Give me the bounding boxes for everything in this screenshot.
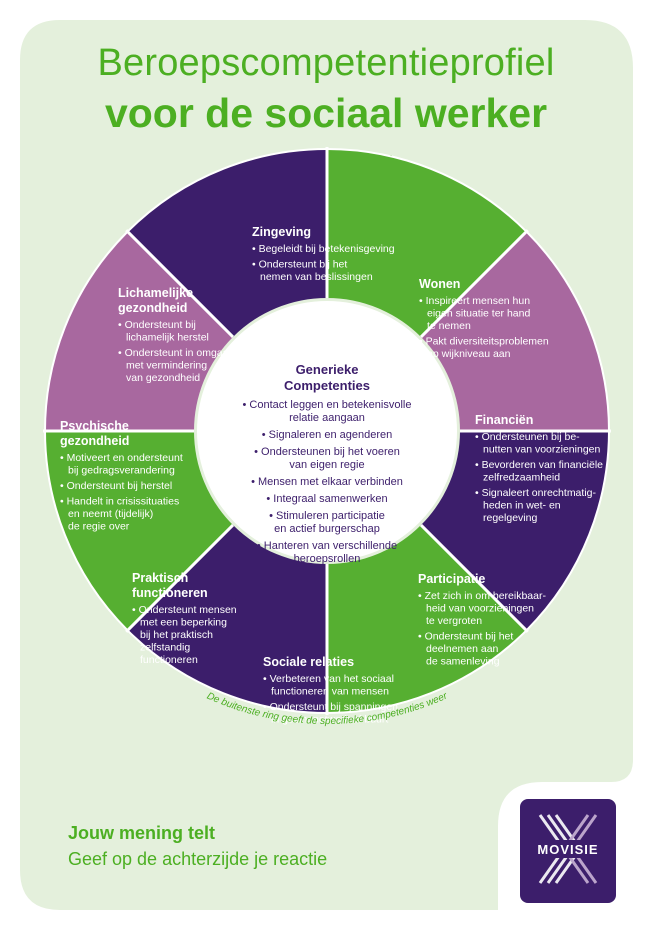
segment-item: en neemt (tijdelijk) [68,508,153,520]
segment-6 [327,525,527,713]
center-title: Competenties [284,378,370,393]
segment-item: heid van voorzieningen [426,603,534,615]
wheel-outline [44,148,610,714]
segment-text-3: Participatie • Zet zich in om bereikbaar-… [418,572,546,668]
cta-title: Jouw mening telt [68,823,216,843]
segment-item: • Zet zich in om bereikbaar- [418,590,546,602]
segment-item: in gezin, netwerk of buurt [271,714,388,726]
segment-title: Zingeving [252,225,311,239]
title-line-2: voor de sociaal werker [104,90,548,136]
cta-text: Geef op de achterzijde je reactie [68,849,328,869]
segment-item: regelgeving [483,512,537,524]
segment-item: • Ondersteunt mensen [132,604,237,616]
segment-2 [127,149,327,337]
segment-item: • Ondersteunt bij herstel [60,480,172,492]
segment-title: gezondheid [60,434,129,448]
center-item: • Contact leggen en betekenisvolle [243,399,412,411]
segment-3 [327,149,527,337]
segment-item: nemen van beslissingen [260,271,373,283]
segment-item: lichamelijk herstel [126,332,209,344]
center-item: • Stimuleren participatie [269,510,385,522]
center-title: Generieke [296,362,359,377]
segment-item: te nemen [427,320,471,332]
segment-text-0: Zingeving • Begeleidt bij betekenisgeving… [252,225,395,283]
segment-title: gezondheid [118,301,187,315]
segment-0 [45,431,233,631]
segment-item: bij het praktisch [140,629,213,641]
segment-divider [125,523,235,633]
center-item: • Signaleren en agenderen [262,429,392,441]
center-item: van eigen regie [289,459,364,471]
segment-item: • Motiveert en ondersteunt [60,452,183,464]
segment-text-4: Sociale relaties • Verbeteren van het soc… [263,655,398,726]
logo-text: MOVISIE [537,842,598,857]
segment-item: • Verbeteren van het sociaal [263,673,394,685]
segment-item: • Ondersteunt in omgaan [118,347,234,359]
logo-text-band [526,840,610,858]
segment-item: • Inspireert mensen hun [419,295,530,307]
segment-title: Participatie [418,572,485,586]
segment-item: • Bevorderen van financiële [475,459,603,471]
segment-item: de samenleving [426,656,500,668]
segment-item: heden in wet- en [483,500,561,512]
segment-item: zelfstandig [140,642,190,654]
segment-divider [419,523,529,633]
segment-item: • Handelt in crisissituaties [60,496,179,508]
center-item: • Mensen met elkaar verbinden [251,476,403,488]
segment-item: • Begeleidt bij betekenisgeving [252,243,395,255]
segment-item: van gezondheid [126,372,200,384]
movisie-logo: MOVISIE [520,799,616,903]
segment-item: • Ondersteunt bij het [418,631,513,643]
center-item: en actief burgerschap [274,523,380,535]
segment-title: Wonen [419,277,460,291]
segment-item: de regie over [68,521,130,533]
title-line-1: Beroepscompetentieprofiel [97,42,555,84]
segment-item: functioneren van mensen [271,686,389,698]
segment-item: deelnemen aan [426,643,499,655]
segment-7 [127,525,327,713]
center-item: beroepsrollen [294,553,361,565]
segment-item: functioneren [140,654,198,666]
segment-text-2: Financiën • Ondersteunen bij be-nutten va… [475,413,603,524]
segment-title: Financiën [475,413,533,427]
segment-item: nutten van voorzieningen [483,444,600,456]
center-item: relatie aangaan [289,412,365,424]
center-circle [197,301,457,561]
segment-item: • Ondersteunt bij het [252,259,347,271]
segment-item: • Pakt diversiteitsproblemen [419,336,549,348]
center-item: • Ondersteunen bij het voeren [254,446,400,458]
segment-title: Lichamelijke [118,286,193,300]
segment-item: • Ondersteunt bij spanningen [263,701,398,713]
center-item: • Hanteren van verschillende [257,540,397,552]
segment-item: • Ondersteunt bij [118,319,196,331]
segment-divider [125,229,235,339]
segment-1 [45,231,233,431]
segment-item: te vergroten [426,615,482,627]
segment-item: eigen situatie ter hand [427,308,530,320]
segment-item: met vermindering [126,360,207,372]
segment-item: met een beperking [140,617,227,629]
segment-title: Psychische [60,419,129,433]
segment-title: Sociale relaties [263,655,354,669]
segment-5 [421,431,609,631]
segment-item: • Signaleert onrechtmatig- [475,487,596,499]
center-item: • Integraal samenwerken [266,493,387,505]
segment-item: • Ondersteunen bij be- [475,431,580,443]
segment-item: bij gedragsverandering [68,465,175,477]
segment-title: Praktisch [132,571,188,585]
segment-title: functioneren [132,586,208,600]
segment-item: zelfredzaamheid [483,472,560,484]
segment-divider [419,229,529,339]
segment-4 [421,231,609,431]
segment-item: op wijkniveau aan [427,348,511,360]
